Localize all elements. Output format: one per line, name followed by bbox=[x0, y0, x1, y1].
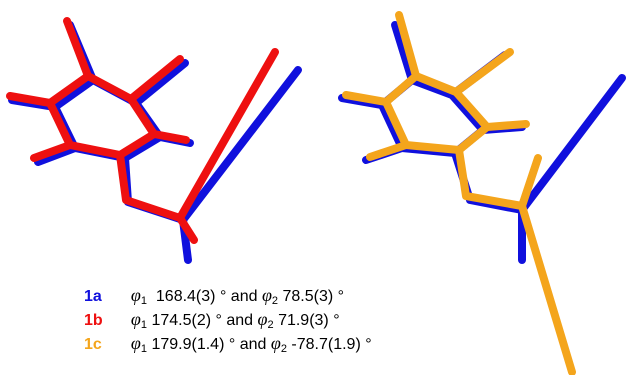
ring-1c-right bbox=[382, 72, 491, 154]
bond-1c-right-2 bbox=[452, 48, 514, 96]
molecule-1c-right bbox=[342, 11, 576, 375]
molecule-1a-right bbox=[338, 21, 626, 264]
compound-label-1b: 1b bbox=[84, 312, 103, 329]
arm-1c-right bbox=[518, 202, 576, 375]
phi2-value: 71.9(3) bbox=[278, 312, 329, 329]
bond-1a-left-5 bbox=[34, 144, 79, 166]
legend-row-1a: 1a φ1 168.4(3) ° and φ2 78.5(3) ° bbox=[84, 283, 372, 307]
phi1-value: 168.4(3) bbox=[155, 288, 216, 305]
phi1-symbol: φ bbox=[130, 333, 141, 353]
legend-row-1c: 1c φ1 179.9(1.4) ° and φ2 -78.7(1.9) ° bbox=[84, 331, 372, 355]
phi1-symbol: φ bbox=[130, 285, 141, 305]
degree-symbol: ° bbox=[365, 336, 372, 353]
phi2-value: -78.7(1.9) bbox=[291, 336, 361, 353]
bond-1b-left-3 bbox=[150, 130, 190, 144]
bond-1c-right-1 bbox=[395, 11, 420, 80]
phi2-value: 78.5(3) bbox=[282, 288, 334, 305]
compound-label-1a: 1a bbox=[84, 288, 102, 305]
phi2-symbol: φ bbox=[261, 285, 272, 305]
chain-1c-right bbox=[455, 146, 542, 210]
phi2-subscript: 2 bbox=[271, 295, 279, 307]
degree-symbol: ° bbox=[215, 312, 222, 329]
torsion-angle-legend: 1a φ1 168.4(3) ° and φ2 78.5(3) ° 1b φ1 … bbox=[84, 283, 372, 355]
compound-label-1c: 1c bbox=[84, 336, 102, 353]
bond-1c-right-3 bbox=[483, 120, 530, 131]
phi2-symbol: φ bbox=[257, 309, 268, 329]
degree-symbol: ° bbox=[228, 336, 236, 353]
and-text: and bbox=[226, 312, 254, 329]
degree-symbol: ° bbox=[337, 288, 345, 305]
phi1-subscript: 1 bbox=[140, 343, 147, 355]
phi1-symbol: φ bbox=[130, 309, 141, 329]
degree-symbol: ° bbox=[333, 312, 340, 329]
phi2-subscript: 2 bbox=[267, 319, 274, 331]
bond-1a-left-2 bbox=[132, 59, 189, 107]
molecule-1b-left bbox=[6, 17, 279, 244]
bond-1c-right-5 bbox=[366, 141, 410, 161]
arm-1a-left bbox=[179, 66, 302, 224]
bond-1a-right-1 bbox=[391, 21, 416, 84]
molecule-1a-left bbox=[8, 21, 302, 264]
phi1-value: 174.5(2) bbox=[151, 312, 212, 329]
bond-1b-left-1 bbox=[63, 17, 92, 80]
legend-row-1b: 1b φ1 174.5(2) ° and φ2 71.9(3) ° bbox=[84, 307, 372, 331]
bond-1b-left-2 bbox=[127, 55, 184, 103]
and-text: and bbox=[239, 336, 267, 353]
arm-1a-right bbox=[518, 74, 626, 214]
phi2-subscript: 2 bbox=[280, 343, 287, 355]
overlay-1a-1c bbox=[338, 11, 626, 375]
bond-1b-left-4 bbox=[6, 92, 54, 107]
phi2-symbol: φ bbox=[270, 333, 281, 353]
phi1-subscript: 1 bbox=[140, 295, 147, 307]
bond-1b-left-5 bbox=[30, 141, 74, 162]
phi1-subscript: 1 bbox=[140, 319, 147, 331]
overlay-1a-1b bbox=[6, 17, 302, 264]
arm-1b-left bbox=[176, 48, 279, 222]
bond-1c-right-4 bbox=[342, 91, 390, 106]
phi1-value: 179.9(1.4) bbox=[151, 336, 225, 353]
chain-1b-left bbox=[116, 151, 198, 244]
and-text: and bbox=[230, 288, 258, 305]
degree-symbol: ° bbox=[219, 288, 227, 305]
